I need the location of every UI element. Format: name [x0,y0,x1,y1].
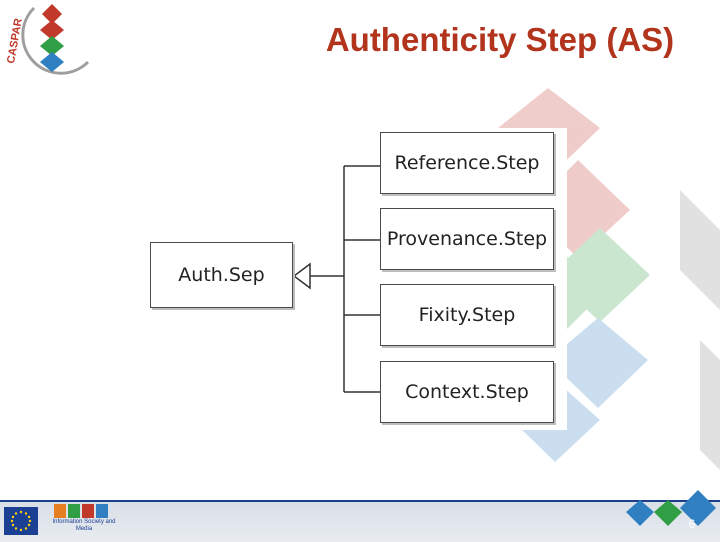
child-class-box: Provenance.Step [380,208,554,270]
slide-title: Authenticity Step (AS) [325,21,675,58]
information-society-text: Information Society and Media [52,519,116,532]
footer-diamonds-decoration [626,490,716,526]
footer-bar [0,500,720,542]
information-society-logo [54,504,108,518]
uml-connectors [292,165,380,393]
page-number: 6 [688,517,696,531]
child-class-box: Reference.Step [380,132,554,194]
child-class-box: Context.Step [380,361,554,423]
uml-diagram: Auth.Sep Reference.Step Provenance.Step … [146,128,567,430]
parent-class-box: Auth.Sep [150,242,293,308]
eu-flag-icon [4,507,38,535]
inheritance-arrow-icon [292,262,311,290]
caspar-logo: CASPAR [5,4,90,75]
child-class-box: Fixity.Step [380,284,554,346]
